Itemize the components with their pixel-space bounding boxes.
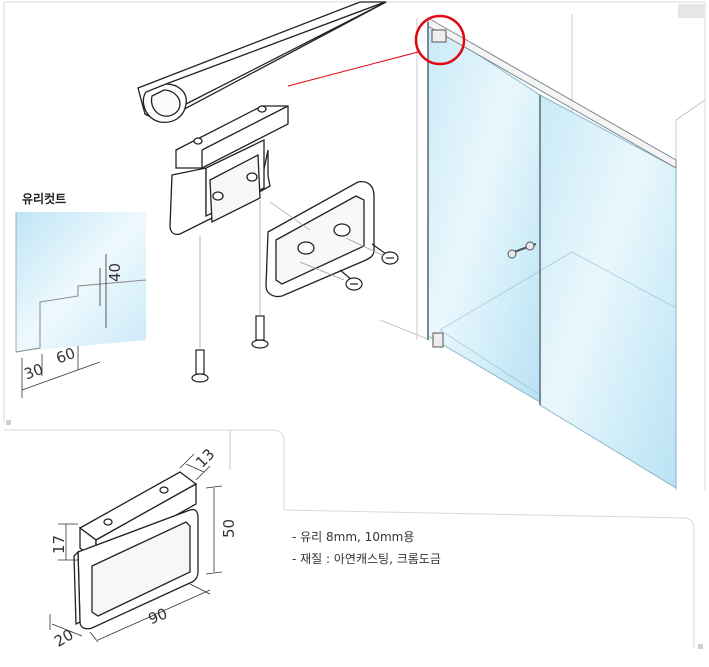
spec-list: - 유리 8mm, 10mm용 - 재질 : 아연캐스팅, 크롬도금 bbox=[292, 527, 441, 571]
dim-top: 13 bbox=[192, 445, 218, 471]
cut-dim-a: 30 bbox=[22, 360, 46, 383]
highlight-circle bbox=[414, 14, 466, 66]
assembly-guide-lines bbox=[199, 200, 385, 350]
glass-floor-lines bbox=[439, 251, 677, 396]
bottom-panel-frame bbox=[4, 429, 695, 648]
dim-depth: 20 bbox=[51, 626, 77, 651]
screw-right-lower bbox=[339, 269, 363, 291]
highlight-leader bbox=[287, 51, 419, 87]
glass-cut-title: 유리컷트 bbox=[22, 192, 67, 206]
hinge-clamp-plate bbox=[265, 180, 375, 298]
rail-tube bbox=[137, 1, 387, 124]
dim-side: 17 bbox=[50, 535, 68, 554]
cut-dim-height: 40 bbox=[106, 263, 124, 282]
spec-item-material: - 재질 : 아연캐스팅, 크롬도금 bbox=[292, 552, 441, 566]
top-panel-frame bbox=[3, 1, 706, 490]
hinge-top-block bbox=[175, 105, 289, 169]
cut-dim-b: 60 bbox=[54, 344, 78, 367]
screw-bottom-left bbox=[191, 349, 209, 383]
bottom-hinge-small bbox=[432, 332, 444, 348]
hinge-dimension-drawing bbox=[73, 471, 199, 630]
glass-cut-detail: 40 30 60 bbox=[15, 212, 147, 398]
top-hinge-small bbox=[431, 29, 447, 43]
corner-marker bbox=[6, 420, 11, 425]
spec-item-glass: - 유리 8mm, 10mm용 bbox=[292, 530, 415, 544]
corner-marker bbox=[678, 4, 704, 18]
screw-right-upper bbox=[371, 243, 399, 265]
hinge-dimension-lines bbox=[49, 453, 223, 643]
screw-bottom-right bbox=[251, 315, 269, 349]
dim-length: 90 bbox=[146, 604, 170, 628]
corner-marker bbox=[698, 644, 703, 649]
hinge-body-left bbox=[169, 138, 271, 236]
door-handle bbox=[507, 241, 537, 259]
dim-height: 50 bbox=[220, 519, 238, 538]
